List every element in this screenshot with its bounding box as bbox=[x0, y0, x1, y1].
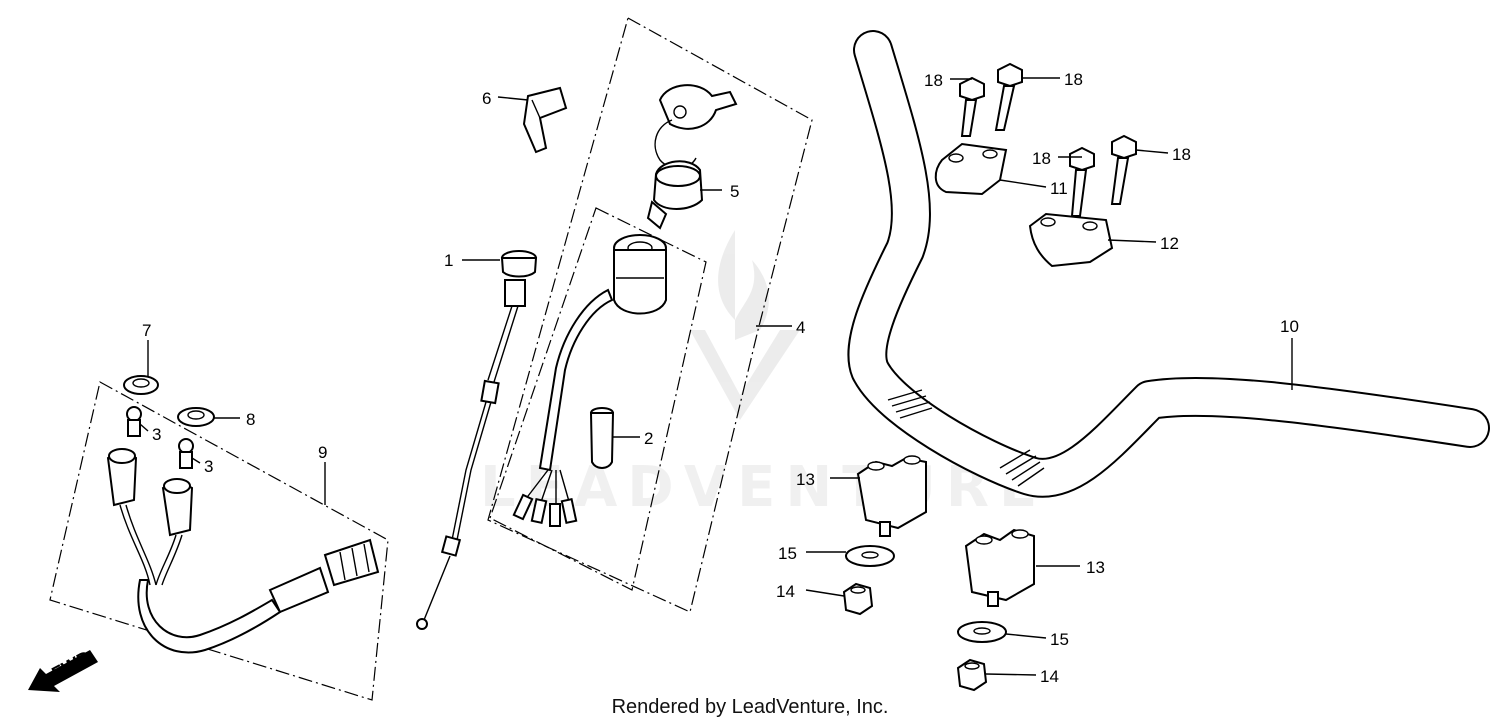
part-18-bolt-a bbox=[959, 76, 985, 137]
knurl-right bbox=[999, 449, 1045, 487]
part-15-washer-b bbox=[957, 621, 1007, 643]
callout-14-upper: 14 bbox=[776, 582, 795, 601]
render-credit: Rendered by LeadVenture, Inc. bbox=[611, 696, 889, 718]
callout-18-c: 18 bbox=[1032, 149, 1051, 168]
part-18-bolt-c bbox=[1069, 146, 1095, 217]
leader-lines bbox=[139, 77, 1293, 676]
callout-13-upper: 13 bbox=[796, 470, 815, 489]
callout-6: 6 bbox=[482, 89, 491, 108]
fwd-arrow: FWD bbox=[28, 647, 98, 692]
harness-box-outline bbox=[49, 381, 389, 701]
ignition-outer-box bbox=[487, 17, 813, 613]
part-14-nut-b bbox=[956, 658, 988, 692]
callout-2: 2 bbox=[644, 429, 653, 448]
ignition-inner-box bbox=[489, 207, 707, 591]
callout-5: 5 bbox=[730, 182, 739, 201]
part-18-bolt-b bbox=[994, 62, 1023, 131]
part-11-upper-holder bbox=[934, 142, 1008, 196]
part-4-ignition-switch bbox=[512, 234, 667, 527]
callout-3-upper: 3 bbox=[152, 425, 161, 444]
fwd-label: FWD bbox=[48, 647, 94, 684]
callout-7: 7 bbox=[142, 321, 151, 340]
part-14-nut-a bbox=[842, 582, 874, 616]
watermark-logo bbox=[690, 230, 800, 420]
part-3-bulb-lower bbox=[178, 438, 194, 469]
part-10-handlebar bbox=[847, 30, 1490, 498]
wire-harness-assembly bbox=[106, 448, 380, 654]
callout-1: 1 bbox=[444, 251, 453, 270]
callout-3-lower: 3 bbox=[204, 457, 213, 476]
part-15-washer-a bbox=[845, 545, 895, 567]
part-8-grommet bbox=[177, 407, 215, 427]
callout-18-b: 18 bbox=[1064, 70, 1083, 89]
part-13-lower-holder-a bbox=[856, 455, 927, 537]
callout-4: 4 bbox=[796, 318, 805, 337]
callout-8: 8 bbox=[246, 410, 255, 429]
part-1-cable bbox=[416, 250, 538, 630]
part-5-key-set bbox=[646, 84, 738, 230]
callout-14-lower: 14 bbox=[1040, 667, 1059, 686]
callout-15-lower: 15 bbox=[1050, 630, 1069, 649]
callout-11: 11 bbox=[1050, 179, 1068, 198]
part-2-sleeve bbox=[589, 407, 615, 469]
callout-18-a: 18 bbox=[924, 71, 943, 90]
callout-15-upper: 15 bbox=[778, 544, 797, 563]
callout-10: 10 bbox=[1280, 317, 1299, 336]
callout-9: 9 bbox=[318, 443, 327, 462]
callout-18-d: 18 bbox=[1172, 145, 1191, 164]
part-7-grommet bbox=[123, 375, 159, 395]
knurl-left bbox=[887, 389, 933, 419]
part-3-bulb-upper bbox=[126, 406, 142, 437]
part-6-key bbox=[522, 86, 568, 154]
part-13-lower-holder-b bbox=[964, 528, 1035, 607]
callout-12: 12 bbox=[1160, 234, 1179, 253]
part-12-upper-holder bbox=[1028, 212, 1114, 268]
callout-13-lower: 13 bbox=[1086, 558, 1105, 577]
part-18-bolt-d bbox=[1110, 134, 1137, 205]
